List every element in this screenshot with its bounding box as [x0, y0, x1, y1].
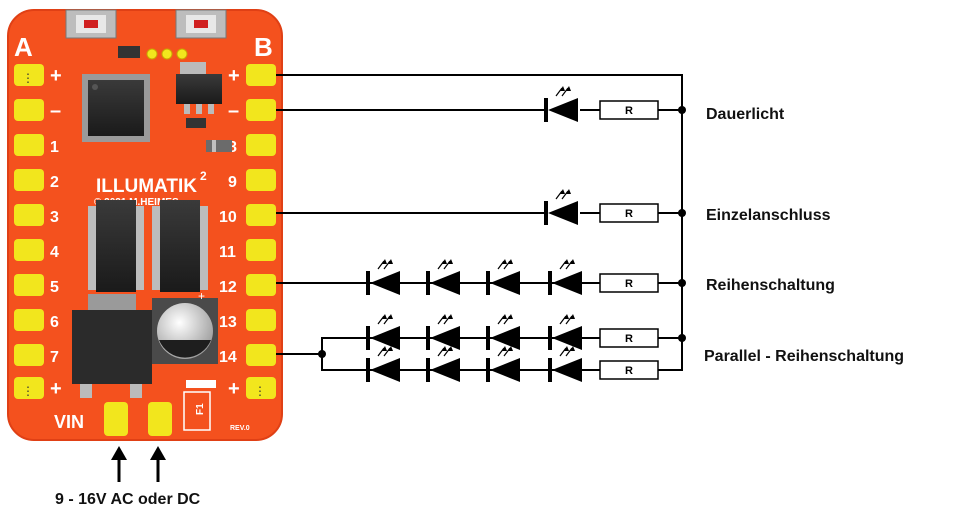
- side-a-label: A: [14, 32, 33, 62]
- fuse-label: F1: [195, 403, 206, 415]
- side-b-label: B: [254, 32, 273, 62]
- driver-chip-1: [88, 200, 144, 292]
- fuse: F1: [183, 391, 211, 431]
- rev-label: REV.0: [230, 425, 250, 432]
- led-group: [366, 86, 582, 382]
- pad-label-13: 13: [219, 314, 237, 331]
- pad-label-6: 6: [50, 314, 59, 331]
- led-icon: [548, 259, 582, 295]
- led-icon: [548, 346, 582, 382]
- fuse-marker: [186, 380, 216, 388]
- label-dauerlicht: Dauerlicht: [706, 106, 785, 123]
- switch-left: [65, 9, 117, 39]
- arrow-up-icon: [150, 446, 166, 460]
- pad-left-plus-label: +: [50, 65, 62, 87]
- led-icon: [426, 314, 460, 350]
- pad-label-11: 11: [219, 244, 236, 261]
- label-parallel-reihenschaltung: Parallel - Reihenschaltung: [704, 348, 904, 365]
- resistor-icon: R: [599, 203, 659, 223]
- driver-chip-2: [152, 200, 208, 292]
- rectifier-block: [72, 294, 152, 398]
- smd-part: [186, 118, 206, 128]
- resistor-icon: R: [599, 100, 659, 120]
- led-icon: [486, 259, 520, 295]
- led-icon: [544, 86, 578, 122]
- board-copyright: © 2021 M.HEIMES: [94, 197, 179, 208]
- pcb-diode: [206, 140, 232, 152]
- pads-right: ⋮: [246, 64, 276, 399]
- pad-label-12: 12: [219, 279, 237, 296]
- pad-right-bottom-plus-label: +: [228, 378, 240, 400]
- led-icon: [548, 314, 582, 350]
- svg-text:+: +: [198, 289, 205, 303]
- resistor-label: R: [625, 208, 633, 220]
- vin-pad-2: [148, 402, 172, 436]
- pad-label-14: 14: [219, 349, 237, 366]
- led-icon: [366, 314, 400, 350]
- resistor-label: R: [625, 278, 633, 290]
- arrow-up-icon: [111, 446, 127, 460]
- led-icon: [366, 259, 400, 295]
- label-einzelanschluss: Einzelanschluss: [706, 207, 831, 224]
- resistor-icon: R: [599, 328, 659, 348]
- svg-text:⋮: ⋮: [22, 71, 34, 85]
- pad-label-10: 10: [219, 209, 237, 226]
- svg-text:⋮: ⋮: [22, 384, 34, 398]
- pad-right-plus-label: +: [228, 65, 240, 87]
- capacitor: +: [152, 289, 218, 364]
- resistor-label: R: [625, 105, 633, 117]
- pad-label-9: 9: [228, 174, 237, 191]
- switch-right: [175, 9, 227, 39]
- resistor-icon: R: [599, 360, 659, 380]
- vin-pad-1: [104, 402, 128, 436]
- led-icon: [486, 346, 520, 382]
- microcontroller-chip: [82, 74, 150, 142]
- resistor-group: R R R R R: [599, 100, 659, 380]
- led-icon: [426, 259, 460, 295]
- pad-label-1: 1: [50, 139, 59, 156]
- resistor-label: R: [625, 365, 633, 377]
- pad-label-2: 2: [50, 174, 59, 191]
- led-icon: [544, 189, 578, 225]
- pad-right-minus-label: –: [228, 100, 239, 122]
- resistor-label: R: [625, 333, 633, 345]
- pcb-board: A B ⋮ ⋮ ⋮: [7, 9, 283, 441]
- top-smd: [118, 46, 140, 58]
- led-icon: [426, 346, 460, 382]
- power-arrows: [111, 446, 166, 482]
- pad-label-5: 5: [50, 279, 59, 296]
- led-icon: [366, 346, 400, 382]
- pad-left-bottom-plus-label: +: [50, 378, 62, 400]
- pad-label-8: 8: [228, 139, 237, 156]
- pads-left: ⋮ ⋮: [14, 64, 44, 399]
- junction-dots: [318, 106, 686, 358]
- pad-label-3: 3: [50, 209, 59, 226]
- svg-text:⋮: ⋮: [254, 384, 266, 398]
- led-icon: [486, 314, 520, 350]
- resistor-icon: R: [599, 273, 659, 293]
- pad-label-7: 7: [50, 349, 59, 366]
- regulator-chip: [176, 62, 222, 114]
- pad-left-minus-label: –: [50, 100, 61, 122]
- board-name: ILLUMATIK: [96, 176, 197, 197]
- board-name-superscript: 2: [200, 169, 207, 183]
- pad-label-4: 4: [50, 244, 59, 261]
- label-reihenschaltung: Reihenschaltung: [706, 277, 835, 294]
- vin-label: VIN: [54, 412, 84, 432]
- power-label: 9 - 16V AC oder DC: [55, 491, 201, 508]
